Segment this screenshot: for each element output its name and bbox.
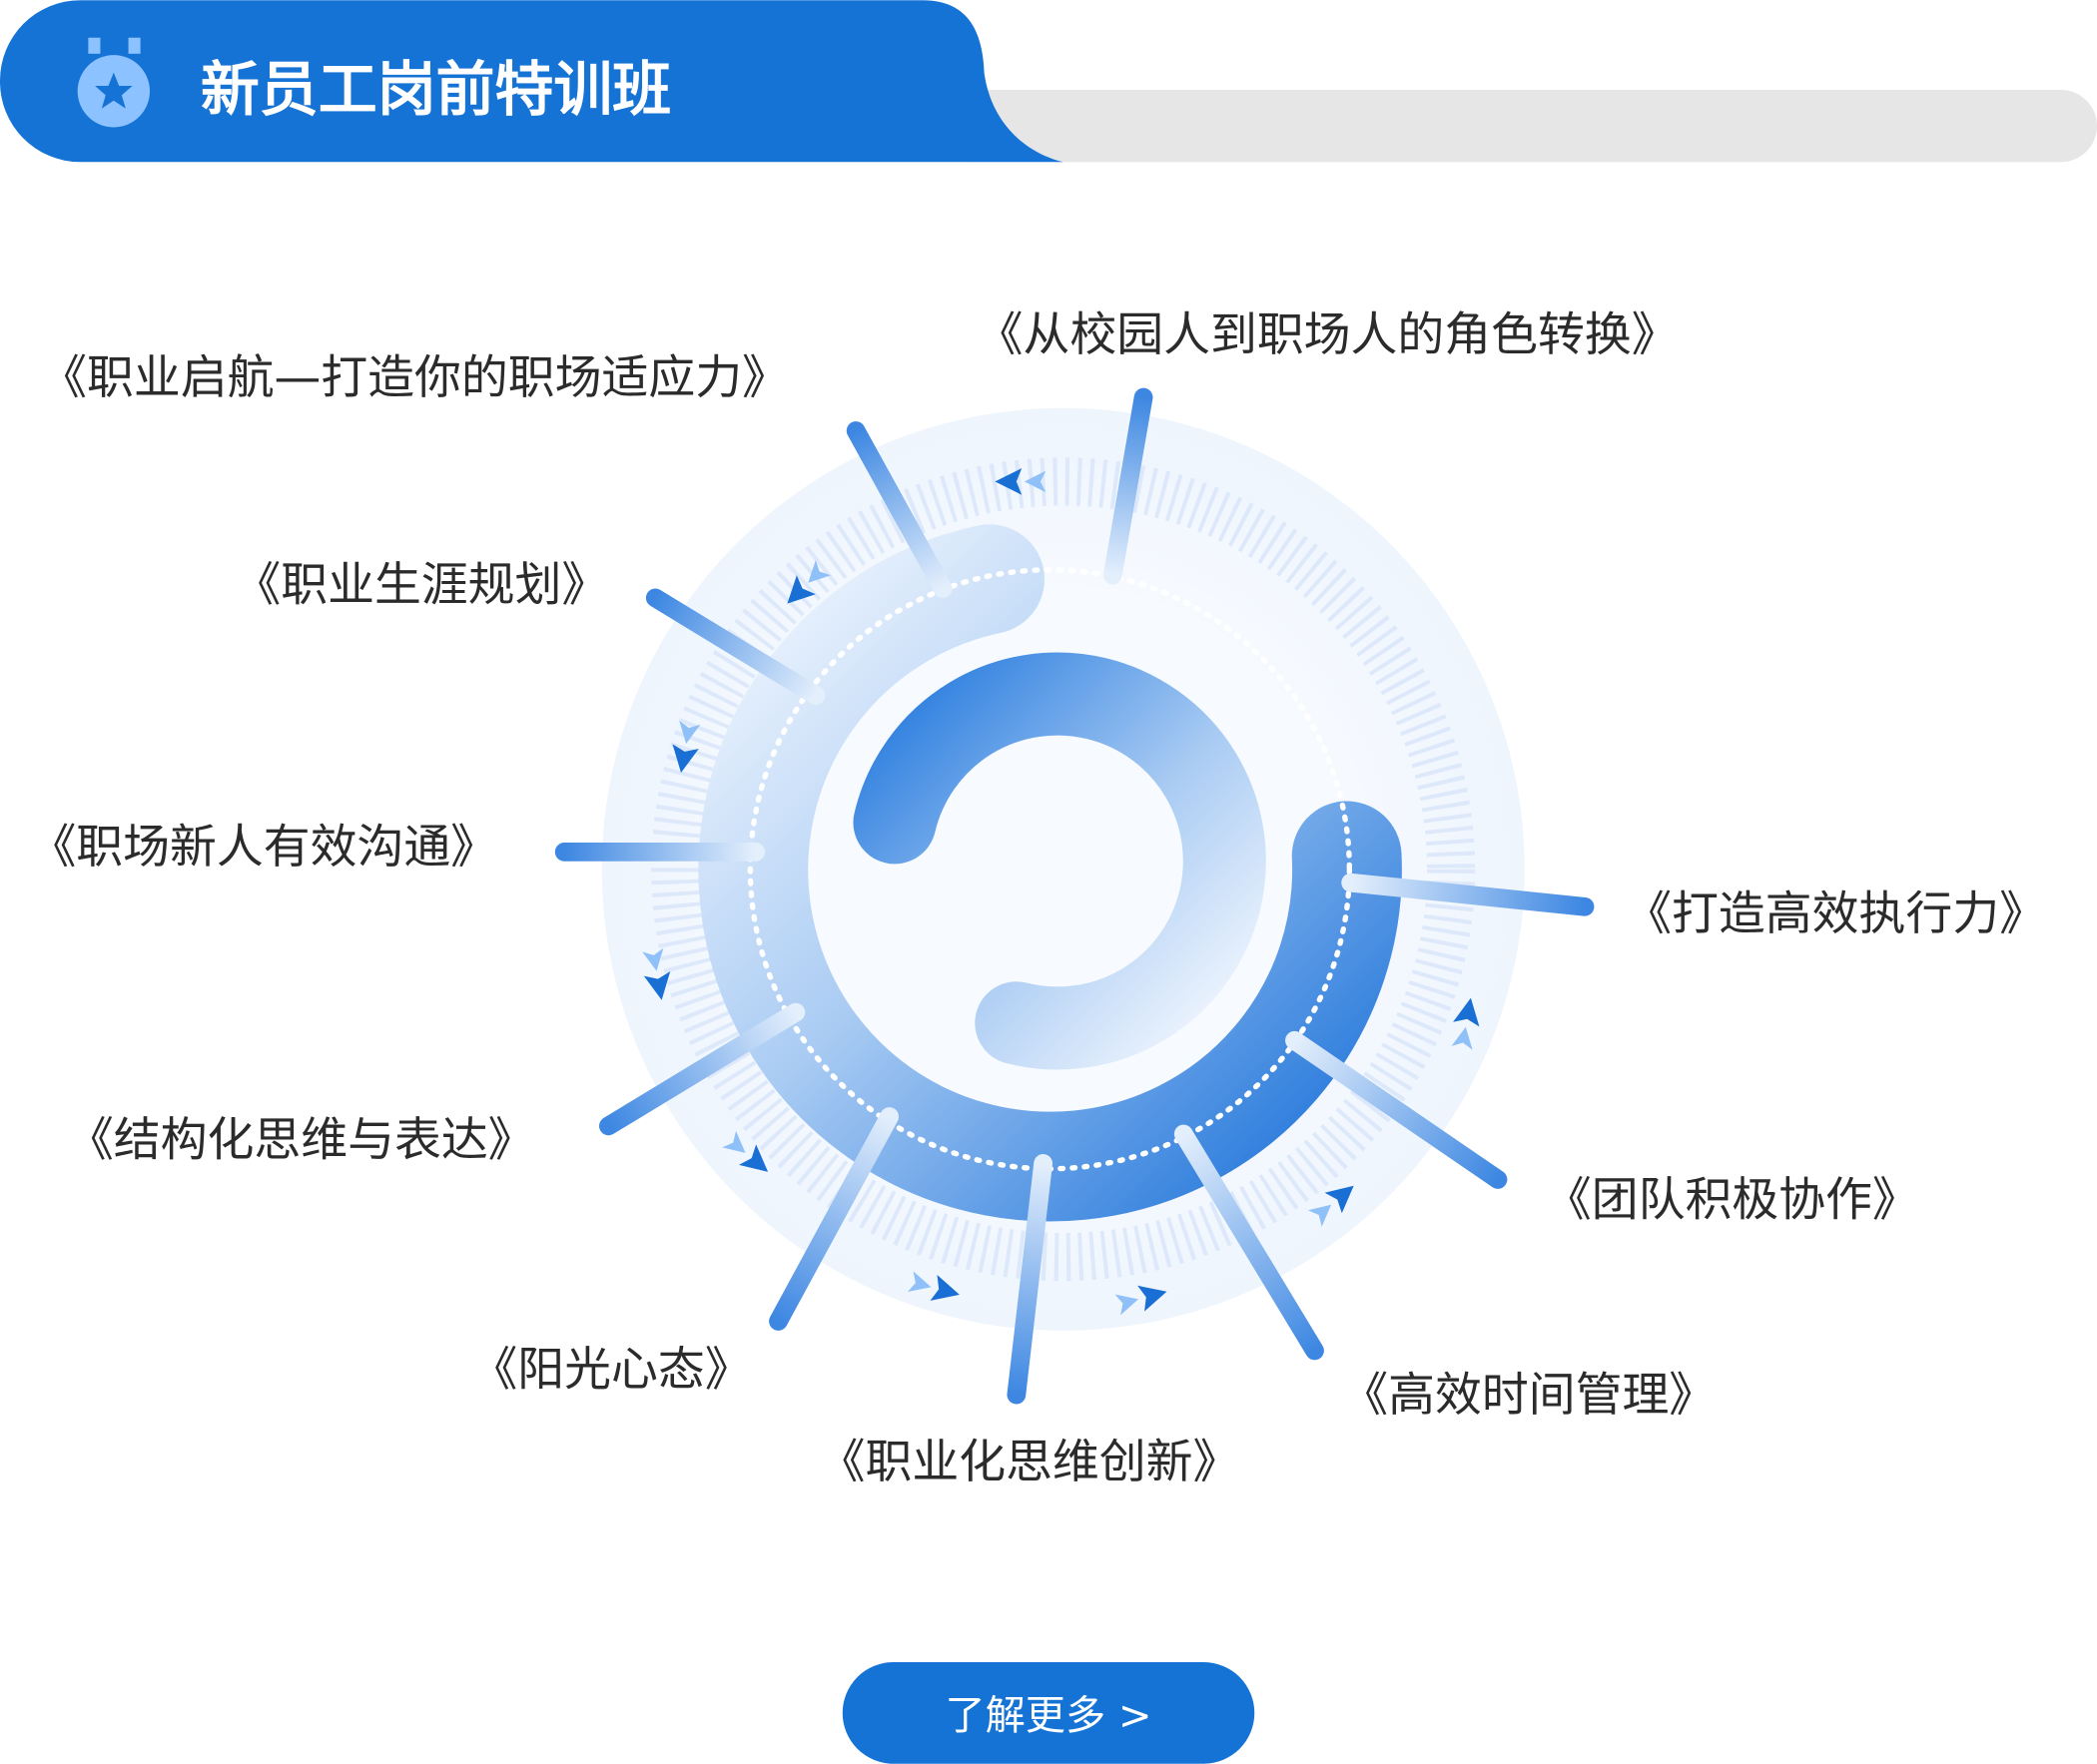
course-cycle-diagram: 《从校园人到职场人的角色转换》《职业启航—打造你的职场适应力》《职业生涯规划》《…	[29, 307, 2046, 1489]
spoke-line	[1007, 1154, 1053, 1405]
course-label: 《阳光心态》	[470, 1343, 751, 1398]
course-label: 《从校园人到职场人的角色转换》	[977, 307, 1679, 362]
header-banner	[0, 0, 1063, 163]
spoke-line	[1341, 873, 1595, 916]
flow-arrow-icon	[722, 1130, 769, 1172]
course-label: 《高效时间管理》	[1341, 1368, 1716, 1423]
flow-arrow-icon	[907, 1271, 960, 1301]
spoke-line	[1173, 1124, 1324, 1361]
flow-arrow-icon	[995, 467, 1047, 495]
spoke-line	[1102, 387, 1153, 585]
course-label: 《职场新人有效沟通》	[29, 820, 497, 875]
medal-star-icon	[77, 37, 150, 128]
flow-arrow-icon	[1451, 997, 1480, 1050]
inner-spiral-arc	[853, 652, 1266, 1070]
course-label: 《打造高效执行力》	[1625, 886, 2046, 941]
course-label: 《职业启航—打造你的职场适应力》	[40, 350, 789, 405]
course-label: 《结构化思维与表达》	[67, 1112, 535, 1167]
page-title: 新员工岗前特训班	[201, 55, 671, 124]
spoke-line	[645, 588, 826, 706]
flow-arrow-icon	[642, 947, 671, 1000]
spoke-line	[599, 1002, 806, 1136]
course-label: 《团队积极协作》	[1545, 1173, 1919, 1228]
learn-more-button[interactable]: 了解更多 >	[842, 1661, 1255, 1764]
course-label: 《职业生涯规划》	[234, 558, 608, 613]
flow-arrow-icon	[1307, 1185, 1354, 1227]
spoke-line	[1285, 1030, 1508, 1189]
spoke-line	[846, 421, 953, 598]
spoke-line	[769, 1107, 899, 1331]
learn-more-label: 了解更多 >	[945, 1693, 1151, 1739]
header-track	[936, 89, 2097, 163]
flow-arrow-icon	[1114, 1285, 1167, 1316]
tick-ring	[651, 457, 1476, 1282]
header: 新员工岗前特训班	[0, 0, 2097, 163]
course-label: 《职业化思维创新》	[819, 1435, 1240, 1489]
flow-arrow-icon	[672, 721, 701, 774]
